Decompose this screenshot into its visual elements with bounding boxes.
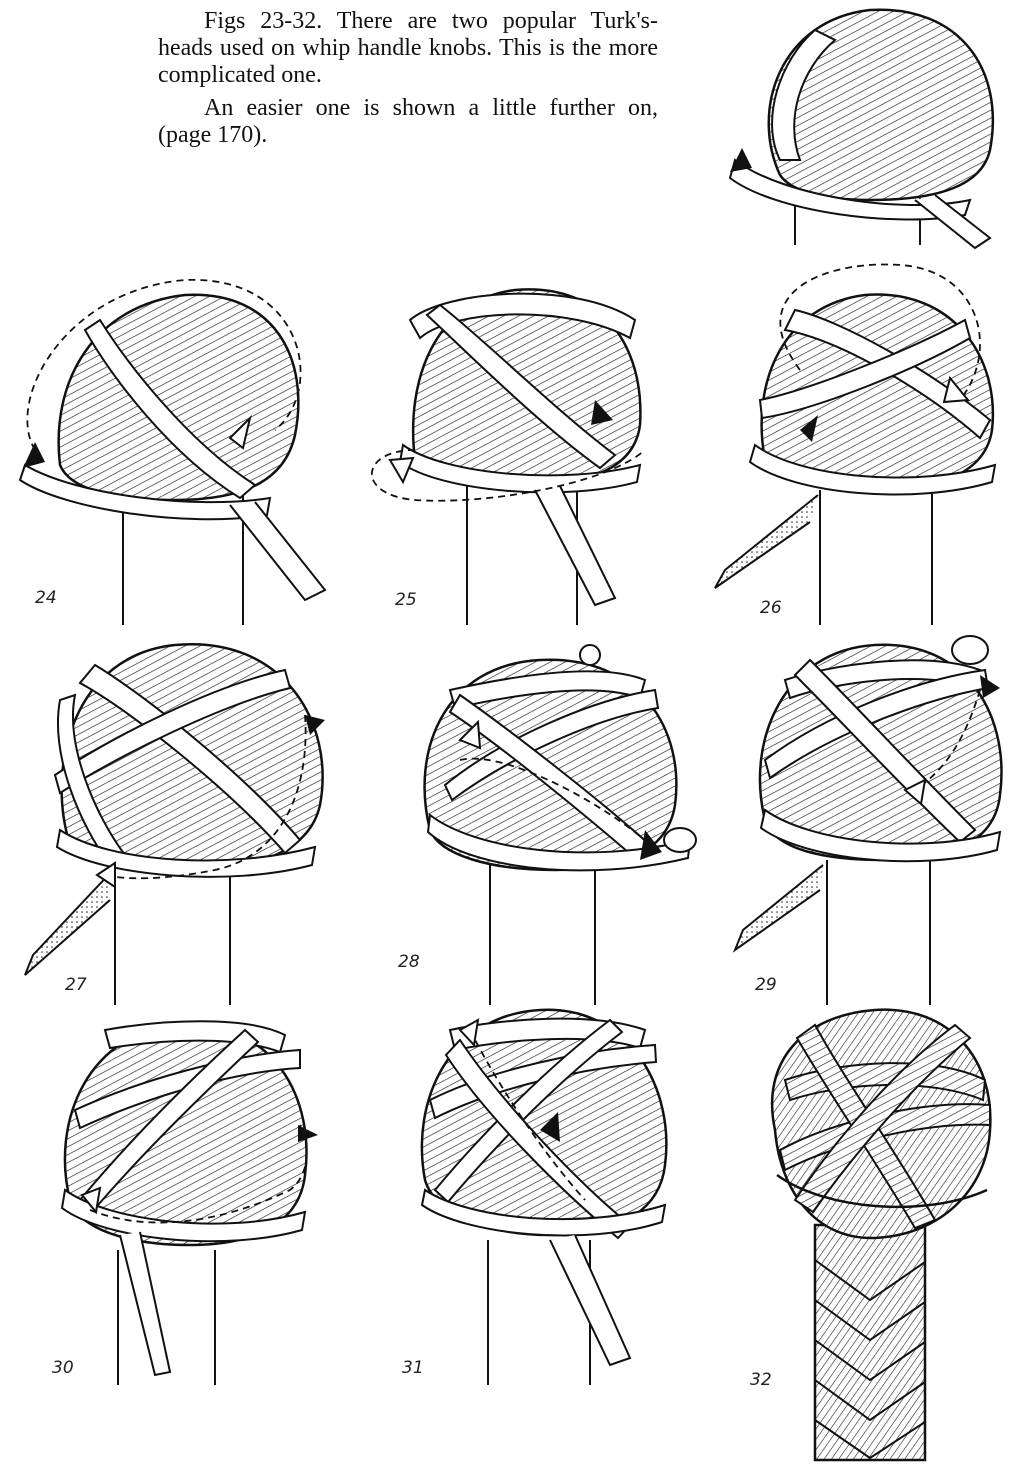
figure-label-27: 27 bbox=[65, 975, 87, 995]
figure-27: 27 bbox=[15, 625, 345, 1010]
figure-label-32: 32 bbox=[750, 1370, 772, 1390]
figure-24: 24 bbox=[5, 270, 335, 630]
figure-label-30: 30 bbox=[52, 1358, 74, 1378]
figure-32: 32 bbox=[735, 1000, 1010, 1465]
figure-31: 31 bbox=[390, 990, 690, 1390]
figure-label-25: 25 bbox=[395, 590, 417, 610]
figure-23 bbox=[720, 0, 1010, 250]
figure-30: 30 bbox=[30, 1000, 340, 1390]
figure-label-31: 31 bbox=[402, 1358, 424, 1378]
intro-paragraph-1: Figs 23-32. There are two popular Turk's… bbox=[158, 8, 658, 89]
intro-text: Figs 23-32. There are two popular Turk's… bbox=[158, 8, 658, 155]
figure-28: 28 bbox=[390, 620, 710, 1010]
figure-label-29: 29 bbox=[755, 975, 777, 995]
intro-paragraph-2: An easier one is shown a little further … bbox=[158, 95, 658, 149]
figure-label-28: 28 bbox=[398, 952, 420, 972]
figure-label-26: 26 bbox=[760, 598, 782, 618]
figure-label-24: 24 bbox=[35, 588, 57, 608]
figure-29: 29 bbox=[725, 620, 1010, 1010]
figure-26: 26 bbox=[700, 250, 1010, 630]
figure-25: 25 bbox=[355, 260, 685, 630]
